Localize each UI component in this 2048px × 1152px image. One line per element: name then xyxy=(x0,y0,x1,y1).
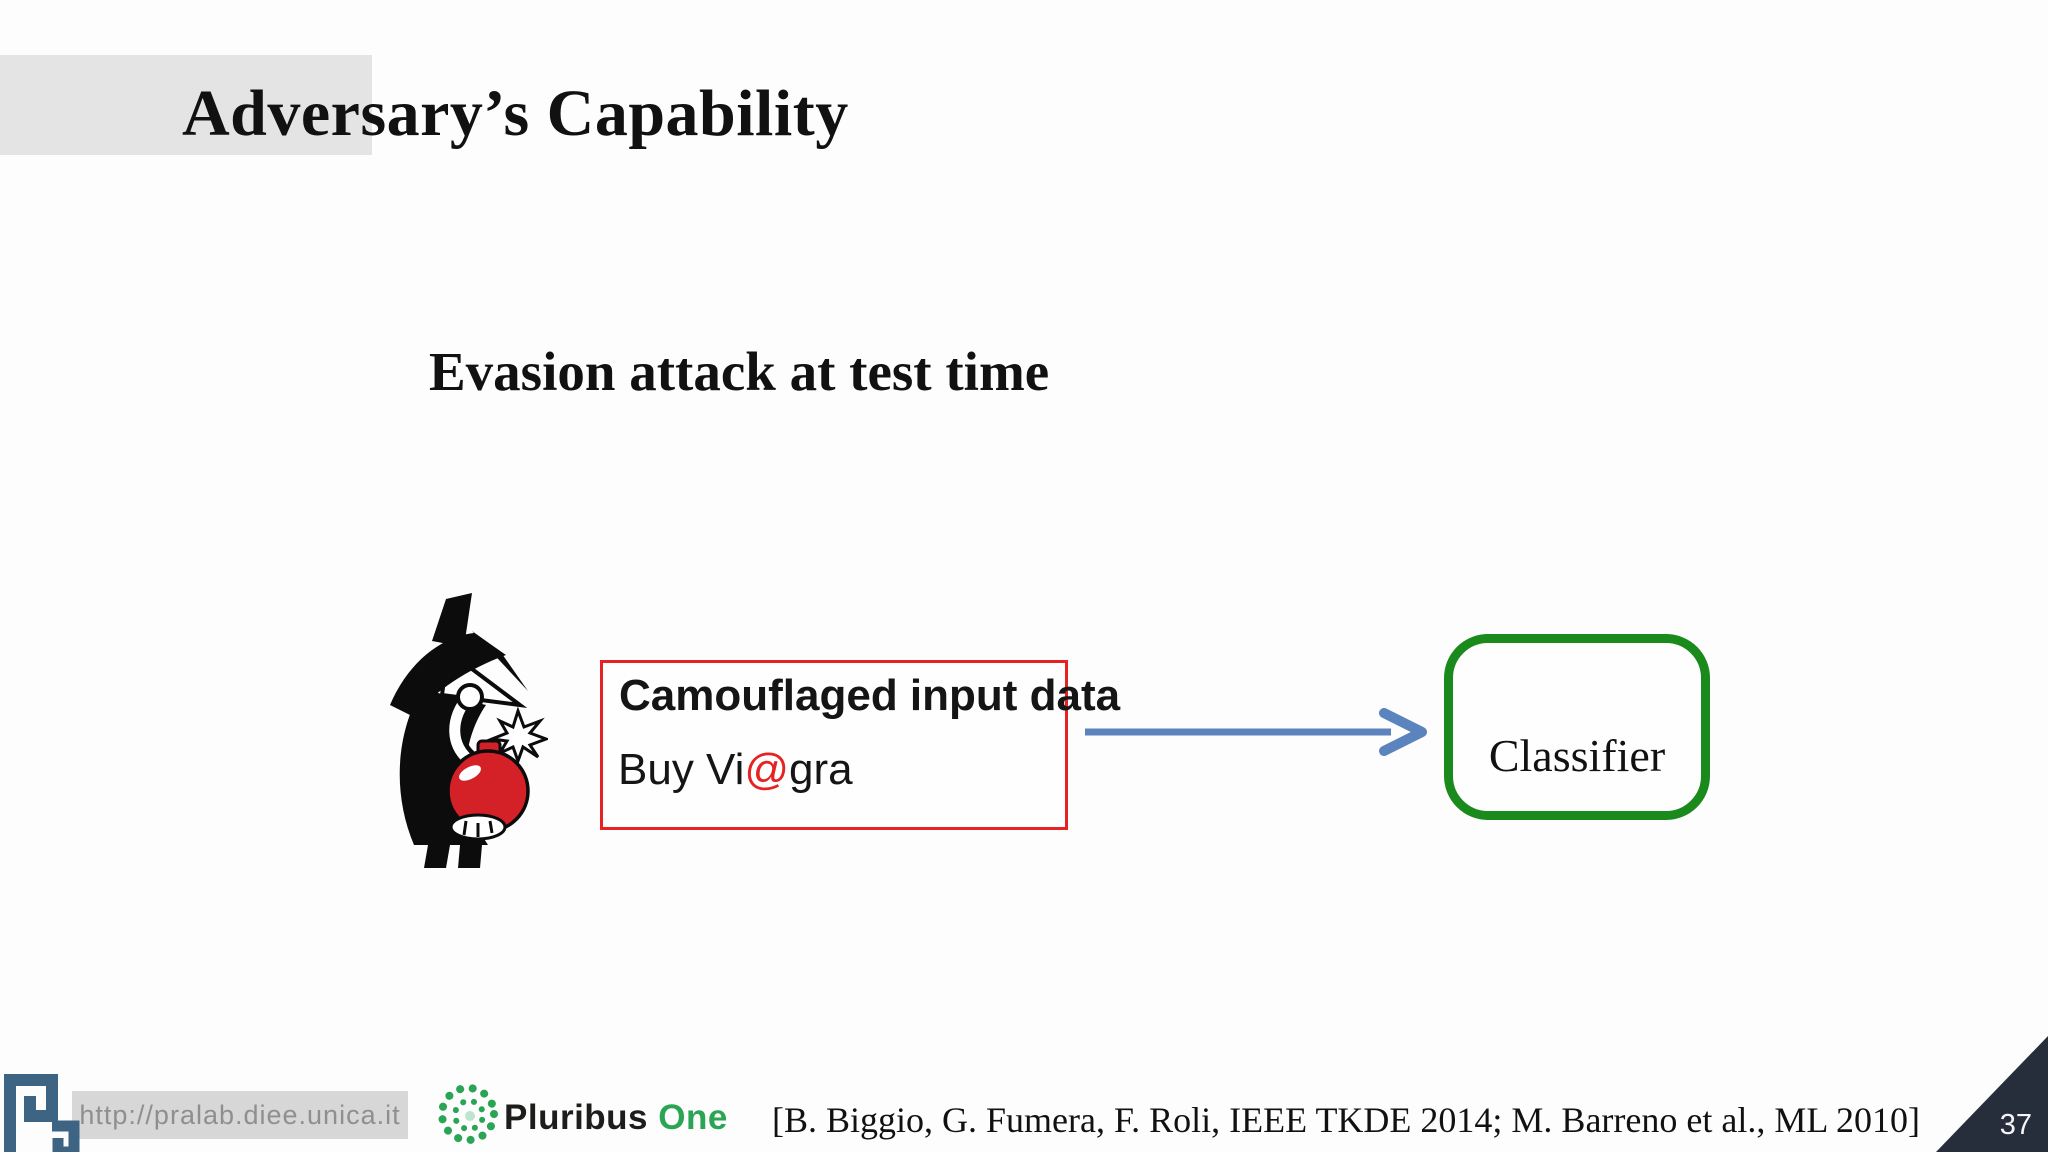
brand-prefix: Pluribus xyxy=(504,1098,659,1137)
right-arrow-icon xyxy=(1085,708,1427,756)
input-box-message: Buy Vi@gra xyxy=(618,745,853,795)
classifier-label: Classifier xyxy=(1488,730,1666,781)
spy-with-bomb-icon xyxy=(390,593,548,868)
page-title: Adversary’s Capability xyxy=(182,77,849,150)
slide-subtitle: Evasion attack at test time xyxy=(429,341,1050,402)
lab-url[interactable]: http://pralab.diee.unica.it xyxy=(79,1099,401,1130)
brand-suffix: One xyxy=(658,1098,728,1137)
pluribus-one-wordmark: Pluribus One xyxy=(504,1098,728,1138)
footer-url-bar: http://pralab.diee.unica.it xyxy=(72,1091,408,1139)
pluribus-one-logo-icon xyxy=(438,1084,498,1144)
classifier-box: Classifier xyxy=(1444,634,1710,820)
message-at-symbol: @ xyxy=(744,745,790,794)
message-prefix: Buy Vi xyxy=(618,745,745,794)
page-number: 37 xyxy=(1999,1109,2032,1141)
camouflaged-input-box: Camouflaged input data Buy Vi@gra xyxy=(600,660,1120,830)
title-backdrop xyxy=(0,55,372,155)
pralab-logo-icon xyxy=(4,1074,80,1152)
message-suffix: gra xyxy=(789,745,853,794)
input-box-heading: Camouflaged input data xyxy=(619,671,1121,720)
citation-text: [B. Biggio, G. Fumera, F. Roli, IEEE TKD… xyxy=(772,1100,1920,1140)
